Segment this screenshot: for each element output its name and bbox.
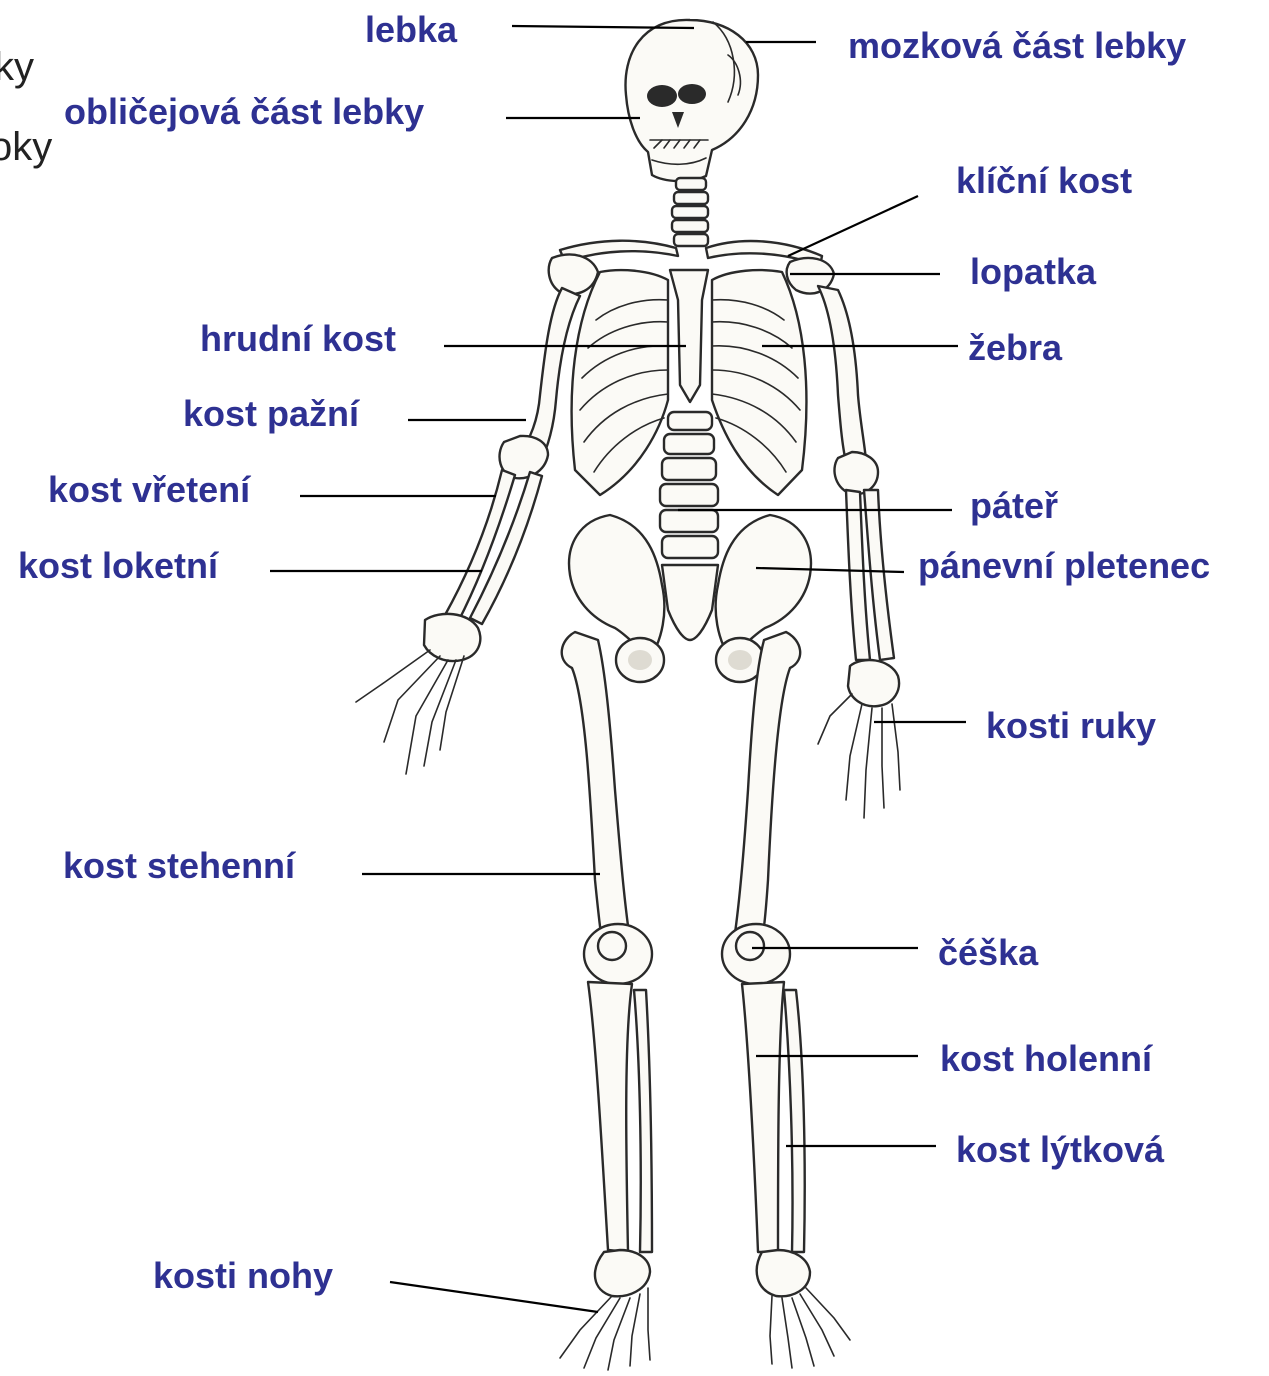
patella-right bbox=[598, 932, 626, 960]
arm-right bbox=[356, 288, 580, 774]
foot-right bbox=[560, 1250, 650, 1370]
label-pater: páteř bbox=[970, 485, 1058, 526]
leader-klicni bbox=[788, 196, 918, 256]
arm-left bbox=[818, 286, 900, 818]
label-kost-holenni: kost holenní bbox=[940, 1038, 1153, 1079]
label-kost-stehenni: kost stehenní bbox=[63, 845, 296, 886]
label-zebra: žebra bbox=[968, 327, 1063, 368]
cut-off-text-line-2: oky bbox=[0, 125, 52, 169]
label-lebka: lebka bbox=[365, 9, 458, 50]
label-lopatka: lopatka bbox=[970, 251, 1097, 292]
label-kost-lytkova: kost lýtková bbox=[956, 1129, 1165, 1170]
skeleton-illustration bbox=[356, 20, 900, 1370]
fibula-left bbox=[784, 990, 805, 1252]
femur-right bbox=[562, 632, 630, 940]
cut-off-text-line-1: ky bbox=[0, 45, 34, 89]
sacrum bbox=[662, 565, 718, 640]
skull bbox=[626, 20, 758, 181]
label-oblicejova-cast-lebky: obličejová část lebky bbox=[64, 91, 424, 132]
sternum bbox=[670, 270, 708, 402]
label-kost-loketni: kost loketní bbox=[18, 545, 219, 586]
shoulder-right bbox=[549, 254, 598, 293]
label-kosti-ruky: kosti ruky bbox=[986, 705, 1156, 746]
label-kost-vreteni: kost vřetení bbox=[48, 469, 251, 510]
label-ceska: čéška bbox=[938, 932, 1039, 973]
fibula-right bbox=[634, 990, 652, 1252]
label-kost-pazni: kost pažní bbox=[183, 393, 360, 434]
label-klicni-kost: klíční kost bbox=[956, 160, 1132, 201]
label-hrudni-kost: hrudní kost bbox=[200, 318, 396, 359]
lumbar-spine bbox=[660, 412, 718, 558]
tibia-right bbox=[588, 982, 632, 1252]
label-kosti-nohy: kosti nohy bbox=[153, 1255, 333, 1296]
foot-left bbox=[757, 1250, 850, 1368]
patella-left bbox=[736, 932, 764, 960]
tibia-left bbox=[742, 982, 784, 1252]
leader-nohy bbox=[390, 1282, 598, 1312]
cervical-spine bbox=[672, 178, 708, 246]
label-panevni-pletenec: pánevní pletenec bbox=[918, 545, 1210, 586]
label-mozkova-cast-lebky: mozková část lebky bbox=[848, 25, 1186, 66]
